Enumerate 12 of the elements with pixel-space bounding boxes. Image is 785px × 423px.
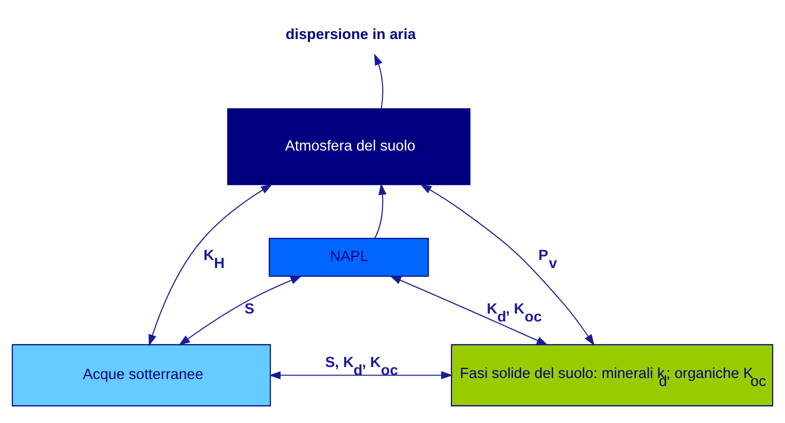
arrow — [269, 371, 453, 380]
arrow — [374, 183, 387, 238]
node-box: Acque sotterranee — [12, 344, 271, 406]
node-box: NAPL — [268, 238, 429, 277]
arrow — [148, 184, 273, 346]
edge-label: S — [244, 301, 254, 318]
arrow — [374, 54, 384, 108]
arrow — [178, 276, 302, 346]
node-text: dispersione in aria — [286, 27, 416, 44]
node-box: Atmosfera del suolo — [227, 108, 470, 186]
arrow — [390, 276, 548, 346]
arrow — [420, 184, 595, 346]
